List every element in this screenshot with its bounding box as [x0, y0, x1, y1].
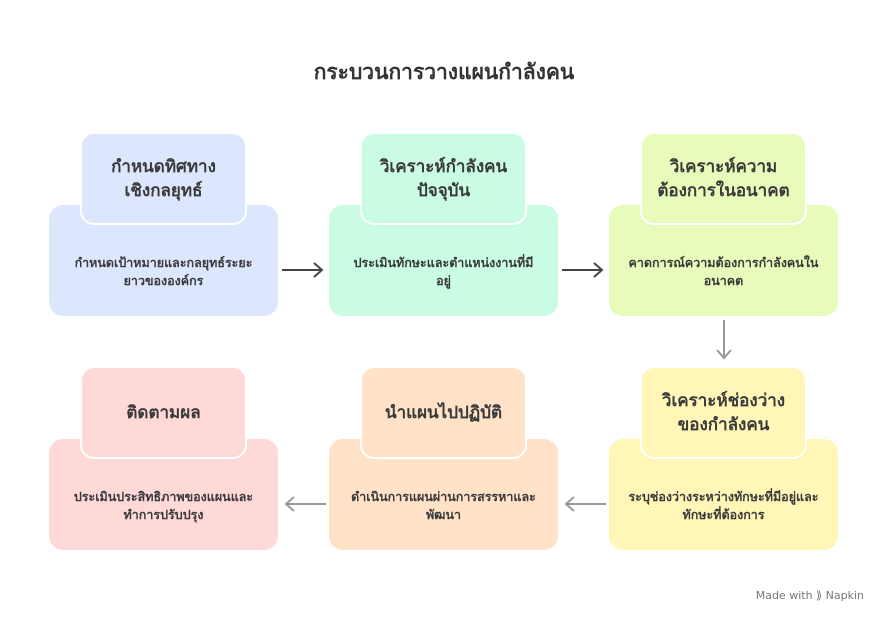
step-2-description: ประเมินทักษะและตำแหน่งงานที่มีอยู่	[329, 205, 558, 316]
made-with-napkin-label: Made with ⟫ Napkin	[755, 589, 864, 602]
step-6-title: ติดตามผล	[80, 366, 247, 459]
arrow-right-icon	[282, 262, 324, 278]
step-5-title: นำแผนไปปฏิบัติ	[360, 366, 527, 459]
step-3-title: วิเคราะห์ความต้องการในอนาคต	[640, 132, 807, 225]
step-1-title: กำหนดทิศทางเชิงกลยุทธ์	[80, 132, 247, 225]
arrow-right-icon	[562, 262, 604, 278]
arrow-left-icon	[284, 496, 326, 512]
arrow-left-icon	[564, 496, 606, 512]
step-2-title: วิเคราะห์กำลังคนปัจจุบัน	[360, 132, 527, 225]
arrow-down-icon	[716, 320, 732, 360]
diagram-title: กระบวนการวางแผนกำลังคน	[313, 60, 575, 84]
step-4-title: วิเคราะห์ช่องว่างของกำลังคน	[640, 366, 807, 459]
